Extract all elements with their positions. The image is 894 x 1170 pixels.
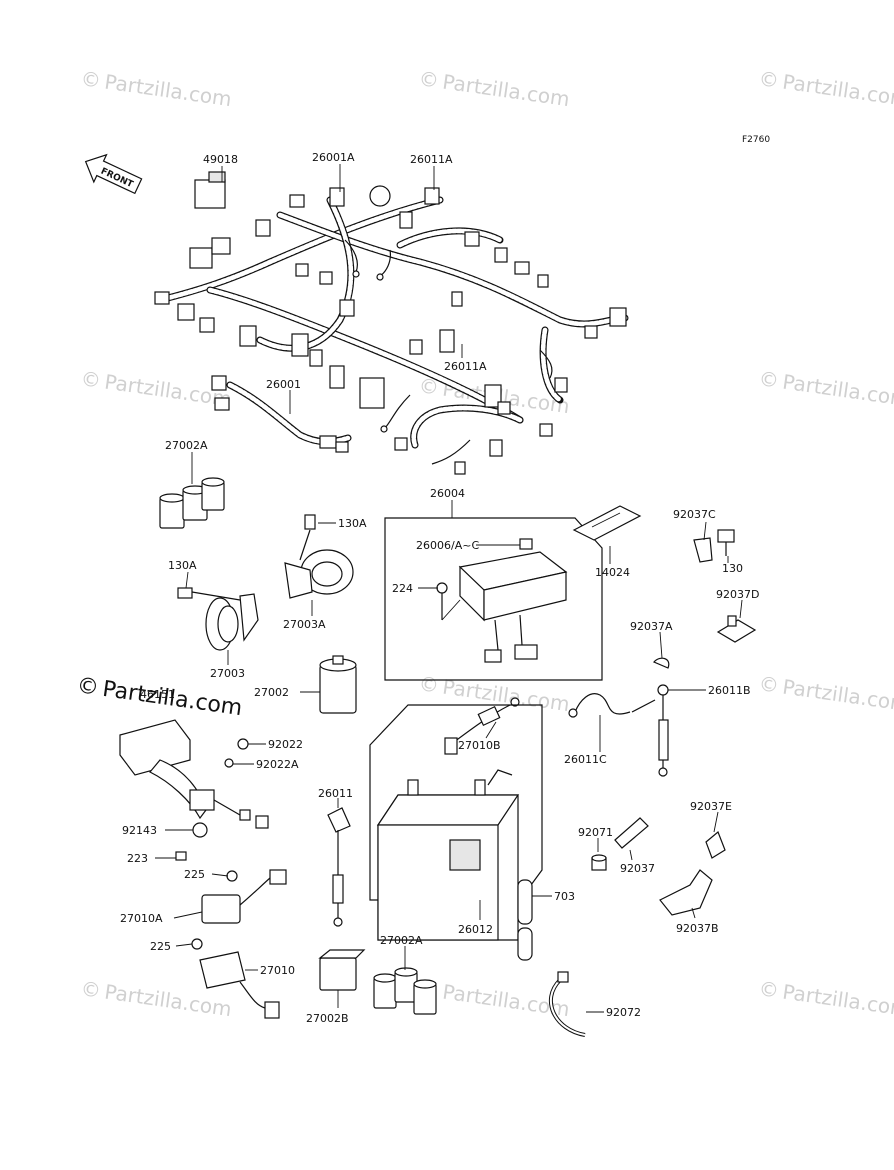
band-92072 bbox=[548, 971, 586, 1037]
part-label: 27003 bbox=[210, 667, 245, 680]
clamp-92037c bbox=[693, 529, 735, 563]
battery-group bbox=[369, 704, 543, 941]
junction-box-group bbox=[384, 517, 603, 681]
part-label: 26004 bbox=[430, 487, 465, 500]
part-label: 26011B bbox=[708, 684, 751, 697]
bracket-92037b bbox=[659, 869, 713, 916]
part-label: 130 bbox=[722, 562, 743, 575]
relay-27010a bbox=[201, 869, 287, 924]
watermark: ©Partzilla.com bbox=[757, 671, 894, 716]
part-label: 26011A bbox=[410, 153, 453, 166]
part-label: 26011C bbox=[564, 753, 607, 766]
part-label: 27002A bbox=[380, 934, 423, 947]
part-label: 27010A bbox=[120, 912, 163, 925]
part-label: 26001 bbox=[266, 378, 301, 391]
part-label: 26001A bbox=[312, 151, 355, 164]
collar-92143-icon bbox=[192, 822, 208, 838]
part-label: 27010 bbox=[260, 964, 295, 977]
relay-cluster-top bbox=[159, 477, 225, 529]
relay-cluster-bottom bbox=[373, 967, 437, 1015]
breather-tube bbox=[517, 879, 533, 961]
part-label: 92037D bbox=[716, 588, 759, 601]
watermark: ©Partzilla.com bbox=[417, 976, 571, 1021]
horn-high bbox=[284, 514, 354, 599]
part-label: 92037B bbox=[676, 922, 719, 935]
part-label: 92037C bbox=[673, 508, 716, 521]
grommet-92071 bbox=[591, 854, 607, 871]
bracket-92037d bbox=[716, 615, 757, 643]
watermark: ©Partzilla.com bbox=[79, 66, 233, 111]
bolt-223-icon bbox=[175, 851, 187, 861]
washer-92022a-icon bbox=[224, 758, 234, 768]
horn-low bbox=[177, 587, 259, 651]
cable-26011b bbox=[653, 657, 670, 777]
part-label: 26006/A~C bbox=[416, 539, 479, 552]
part-label: 27010B bbox=[458, 739, 501, 752]
part-label: 92071 bbox=[578, 826, 613, 839]
watermark: ©Partzilla.com bbox=[757, 366, 894, 411]
cable-27010b bbox=[444, 697, 520, 755]
watermark: ©Partzilla.com bbox=[757, 66, 894, 111]
part-label: 92037E bbox=[690, 800, 732, 813]
part-label: 14024 bbox=[595, 566, 630, 579]
part-label: 27002 bbox=[254, 686, 289, 699]
part-label: 703 bbox=[554, 890, 575, 903]
cable-26011c bbox=[568, 693, 656, 718]
watermark: ©Partzilla.com bbox=[79, 366, 233, 411]
part-label: 26011A bbox=[444, 360, 487, 373]
label-sticker bbox=[572, 505, 642, 541]
part-label: 27003A bbox=[283, 618, 326, 631]
part-label: 49018 bbox=[203, 153, 238, 166]
relay-27010 bbox=[191, 938, 280, 1019]
part-label: 26011 bbox=[318, 787, 353, 800]
figure-code: F2760 bbox=[742, 135, 770, 145]
part-label: 26012 bbox=[458, 923, 493, 936]
part-label: 27002B bbox=[306, 1012, 349, 1025]
part-label: 223 bbox=[127, 852, 148, 865]
part-label: 92022 bbox=[268, 738, 303, 751]
part-label: 92143 bbox=[122, 824, 157, 837]
part-label: 46151 bbox=[140, 688, 175, 701]
part-label: 225 bbox=[184, 868, 205, 881]
part-labels: 49018 26001A 26011A 26011A 26001 27002A … bbox=[120, 151, 759, 1025]
part-label: 92072 bbox=[606, 1006, 641, 1019]
band-92037 bbox=[614, 817, 649, 849]
part-label: 225 bbox=[150, 940, 171, 953]
watermark: ©Partzilla.com bbox=[417, 66, 571, 111]
main-harness bbox=[154, 171, 629, 475]
part-label: 224 bbox=[392, 582, 413, 595]
clamp-92037e bbox=[705, 831, 726, 859]
front-arrow-icon: FRONT bbox=[84, 153, 143, 195]
part-label: 92037A bbox=[630, 620, 673, 633]
relay-27002 bbox=[319, 655, 357, 714]
watermark: ©Partzilla.com bbox=[757, 976, 894, 1021]
leader-lines bbox=[155, 164, 743, 1013]
regulator-46151 bbox=[119, 719, 269, 829]
part-label: 130A bbox=[168, 559, 197, 572]
cable-26011 bbox=[327, 807, 351, 927]
part-label: 130A bbox=[338, 517, 367, 530]
part-label: 27002A bbox=[165, 439, 208, 452]
washer-92022-icon bbox=[237, 738, 249, 750]
relay-27002b bbox=[318, 949, 366, 991]
part-label: 92037 bbox=[620, 862, 655, 875]
part-label: 92022A bbox=[256, 758, 299, 771]
